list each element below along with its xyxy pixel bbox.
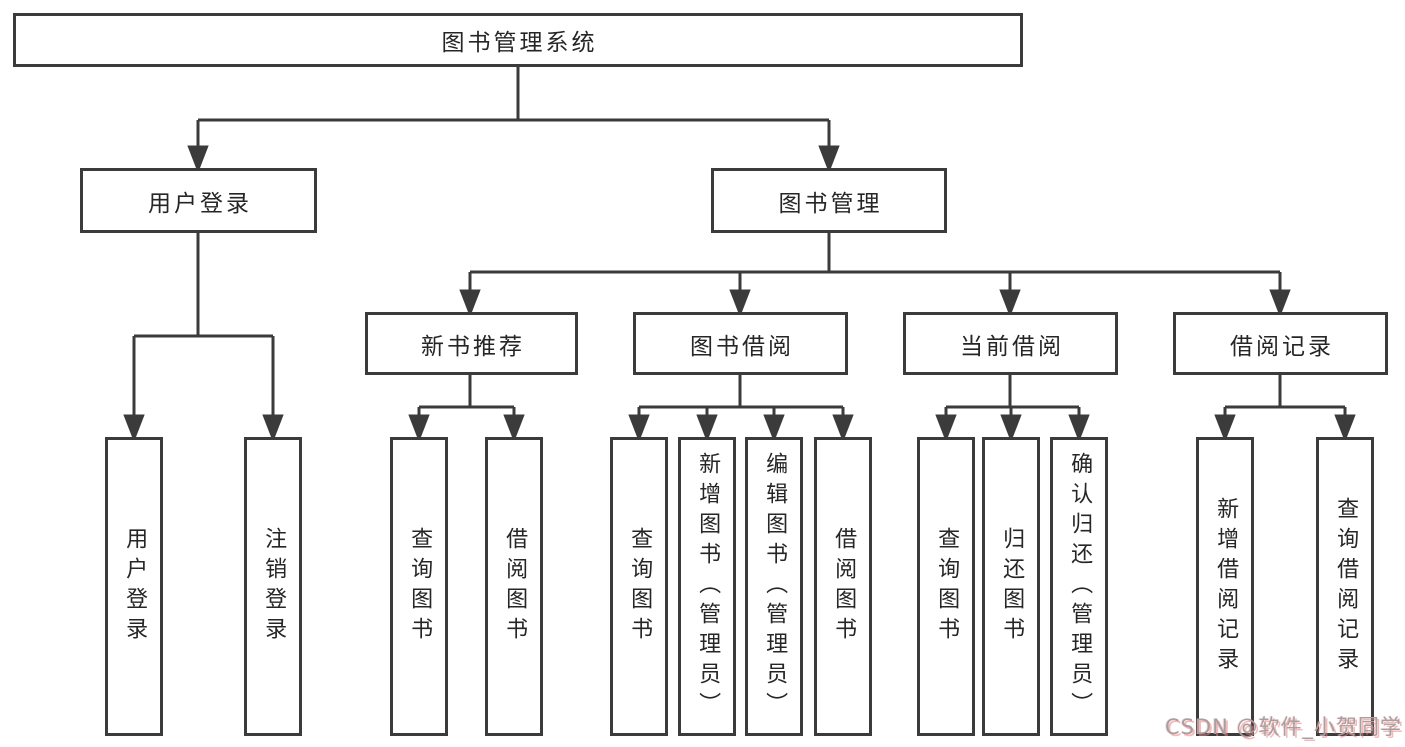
node-label: 图书管理系统 bbox=[441, 30, 598, 56]
node-label: 图书借阅 bbox=[690, 333, 794, 360]
node-book-borrowing: 图书借阅 bbox=[633, 312, 848, 375]
leaf-return-books: 归还图书 bbox=[982, 437, 1040, 736]
node-current-borrowing: 当前借阅 bbox=[903, 312, 1118, 375]
leaf-add-borrow-record: 新增借阅记录 bbox=[1196, 437, 1254, 736]
leaf-user-login: 用户登录 bbox=[105, 437, 163, 736]
leaf-edit-books-admin: 编辑图书（管理员） bbox=[745, 437, 803, 736]
node-label: 用户登录 bbox=[148, 190, 252, 217]
node-label: 借阅记录 bbox=[1230, 333, 1334, 360]
node-label: 新增借阅记录 bbox=[1213, 496, 1239, 677]
leaf-query-books-current: 查询图书 bbox=[917, 437, 975, 736]
leaf-add-books-admin: 新增图书（管理员） bbox=[678, 437, 736, 736]
leaf-query-borrow-record: 查询借阅记录 bbox=[1316, 437, 1374, 736]
node-label: 查询图书 bbox=[627, 526, 653, 647]
node-label: 借阅图书 bbox=[831, 526, 857, 647]
node-label: 借阅图书 bbox=[502, 526, 528, 647]
node-label: 查询借阅记录 bbox=[1333, 496, 1359, 677]
node-label: 新书推荐 bbox=[421, 333, 525, 360]
node-label: 编辑图书（管理员） bbox=[762, 451, 788, 722]
node-label: 查询图书 bbox=[934, 526, 960, 647]
node-label: 图书管理 bbox=[778, 190, 883, 217]
node-borrowing-records: 借阅记录 bbox=[1173, 312, 1388, 375]
node-label: 确认归还（管理员） bbox=[1067, 451, 1093, 722]
leaf-borrow-books: 借阅图书 bbox=[814, 437, 872, 736]
node-library-management-system: 图书管理系统 bbox=[13, 13, 1023, 67]
csdn-watermark: CSDN @软件_小贺同学 bbox=[1164, 715, 1402, 739]
leaf-query-books-borrow: 查询图书 bbox=[610, 437, 668, 736]
node-label: 查询图书 bbox=[407, 526, 433, 647]
node-user-login: 用户登录 bbox=[80, 168, 317, 233]
leaf-query-books-recommend: 查询图书 bbox=[390, 437, 448, 736]
node-label: 用户登录 bbox=[122, 526, 148, 647]
leaf-borrow-books-recommend: 借阅图书 bbox=[485, 437, 543, 736]
node-label: 注销登录 bbox=[261, 526, 287, 647]
leaf-confirm-return-admin: 确认归还（管理员） bbox=[1050, 437, 1108, 736]
node-book-management: 图书管理 bbox=[711, 168, 947, 233]
node-new-book-recommend: 新书推荐 bbox=[365, 312, 578, 375]
node-label: 新增图书（管理员） bbox=[695, 451, 721, 722]
leaf-logout: 注销登录 bbox=[244, 437, 302, 736]
node-label: 当前借阅 bbox=[960, 333, 1064, 360]
node-label: 归还图书 bbox=[999, 526, 1025, 647]
